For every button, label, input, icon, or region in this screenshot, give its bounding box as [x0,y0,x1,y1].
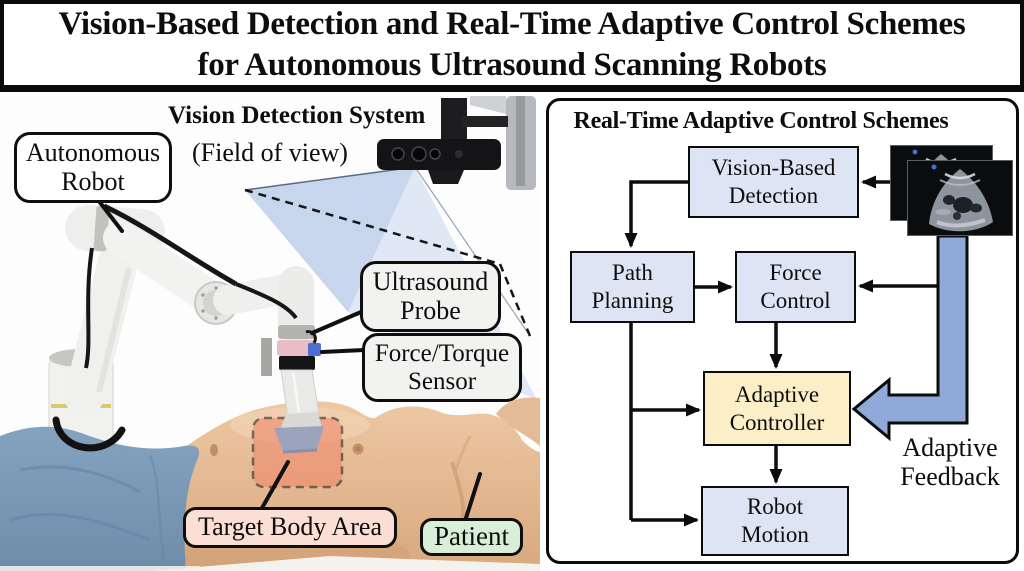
vision-detection-panel: Vision Detection System (Field of view) … [0,96,540,571]
surgical-drape [0,416,200,571]
table-edge [150,556,540,571]
adaptive-feedback-arrow [851,234,969,442]
depth-camera-icon [377,139,501,184]
ultrasound-image-front [907,160,1013,236]
title-banner: Vision-Based Detection and Real-Time Ada… [0,0,1024,92]
label-target-body-area: Target Body Area [183,507,397,548]
control-schemes-panel: Real-Time Adaptive Control Schemes [546,98,1019,564]
ultrasound-probe-assembly [261,325,324,454]
box-robot-motion: Robot Motion [701,486,849,556]
camera-mount-frame [441,96,536,190]
box-path-planning: Path Planning [570,251,695,323]
adaptive-feedback-label: Adaptive Feedback [900,433,1000,492]
robot-arm [48,203,314,445]
box-force-control: Force Control [735,251,856,323]
flowchart-arrows [624,175,969,527]
force-torque-sensor-ring [277,340,315,356]
figure-title: Vision-Based Detection and Real-Time Ada… [58,6,966,83]
label-ultrasound-probe: Ultrasound Probe [360,261,501,333]
label-force-torque-sensor: Force/Torque Sensor [362,333,522,402]
leader-ultrasound-probe [310,310,363,335]
label-patient: Patient [420,518,523,556]
cable-connector [308,343,321,356]
table-edge-left [0,566,200,571]
box-vision-based-detection: Vision-Based Detection [688,146,859,218]
leader-patient [464,472,482,520]
label-autonomous-robot: Autonomous Robot [14,132,172,204]
vision-detection-heading: Vision Detection System [168,102,426,129]
control-schemes-heading: Real-Time Adaptive Control Schemes [573,108,949,134]
leader-force-torque [320,348,366,354]
field-of-view-label: (Field of view) [192,138,348,167]
box-adaptive-controller: Adaptive Controller [703,371,851,446]
arrow-detection-to-path-planning [624,180,688,248]
leader-target-body-area [260,460,290,510]
